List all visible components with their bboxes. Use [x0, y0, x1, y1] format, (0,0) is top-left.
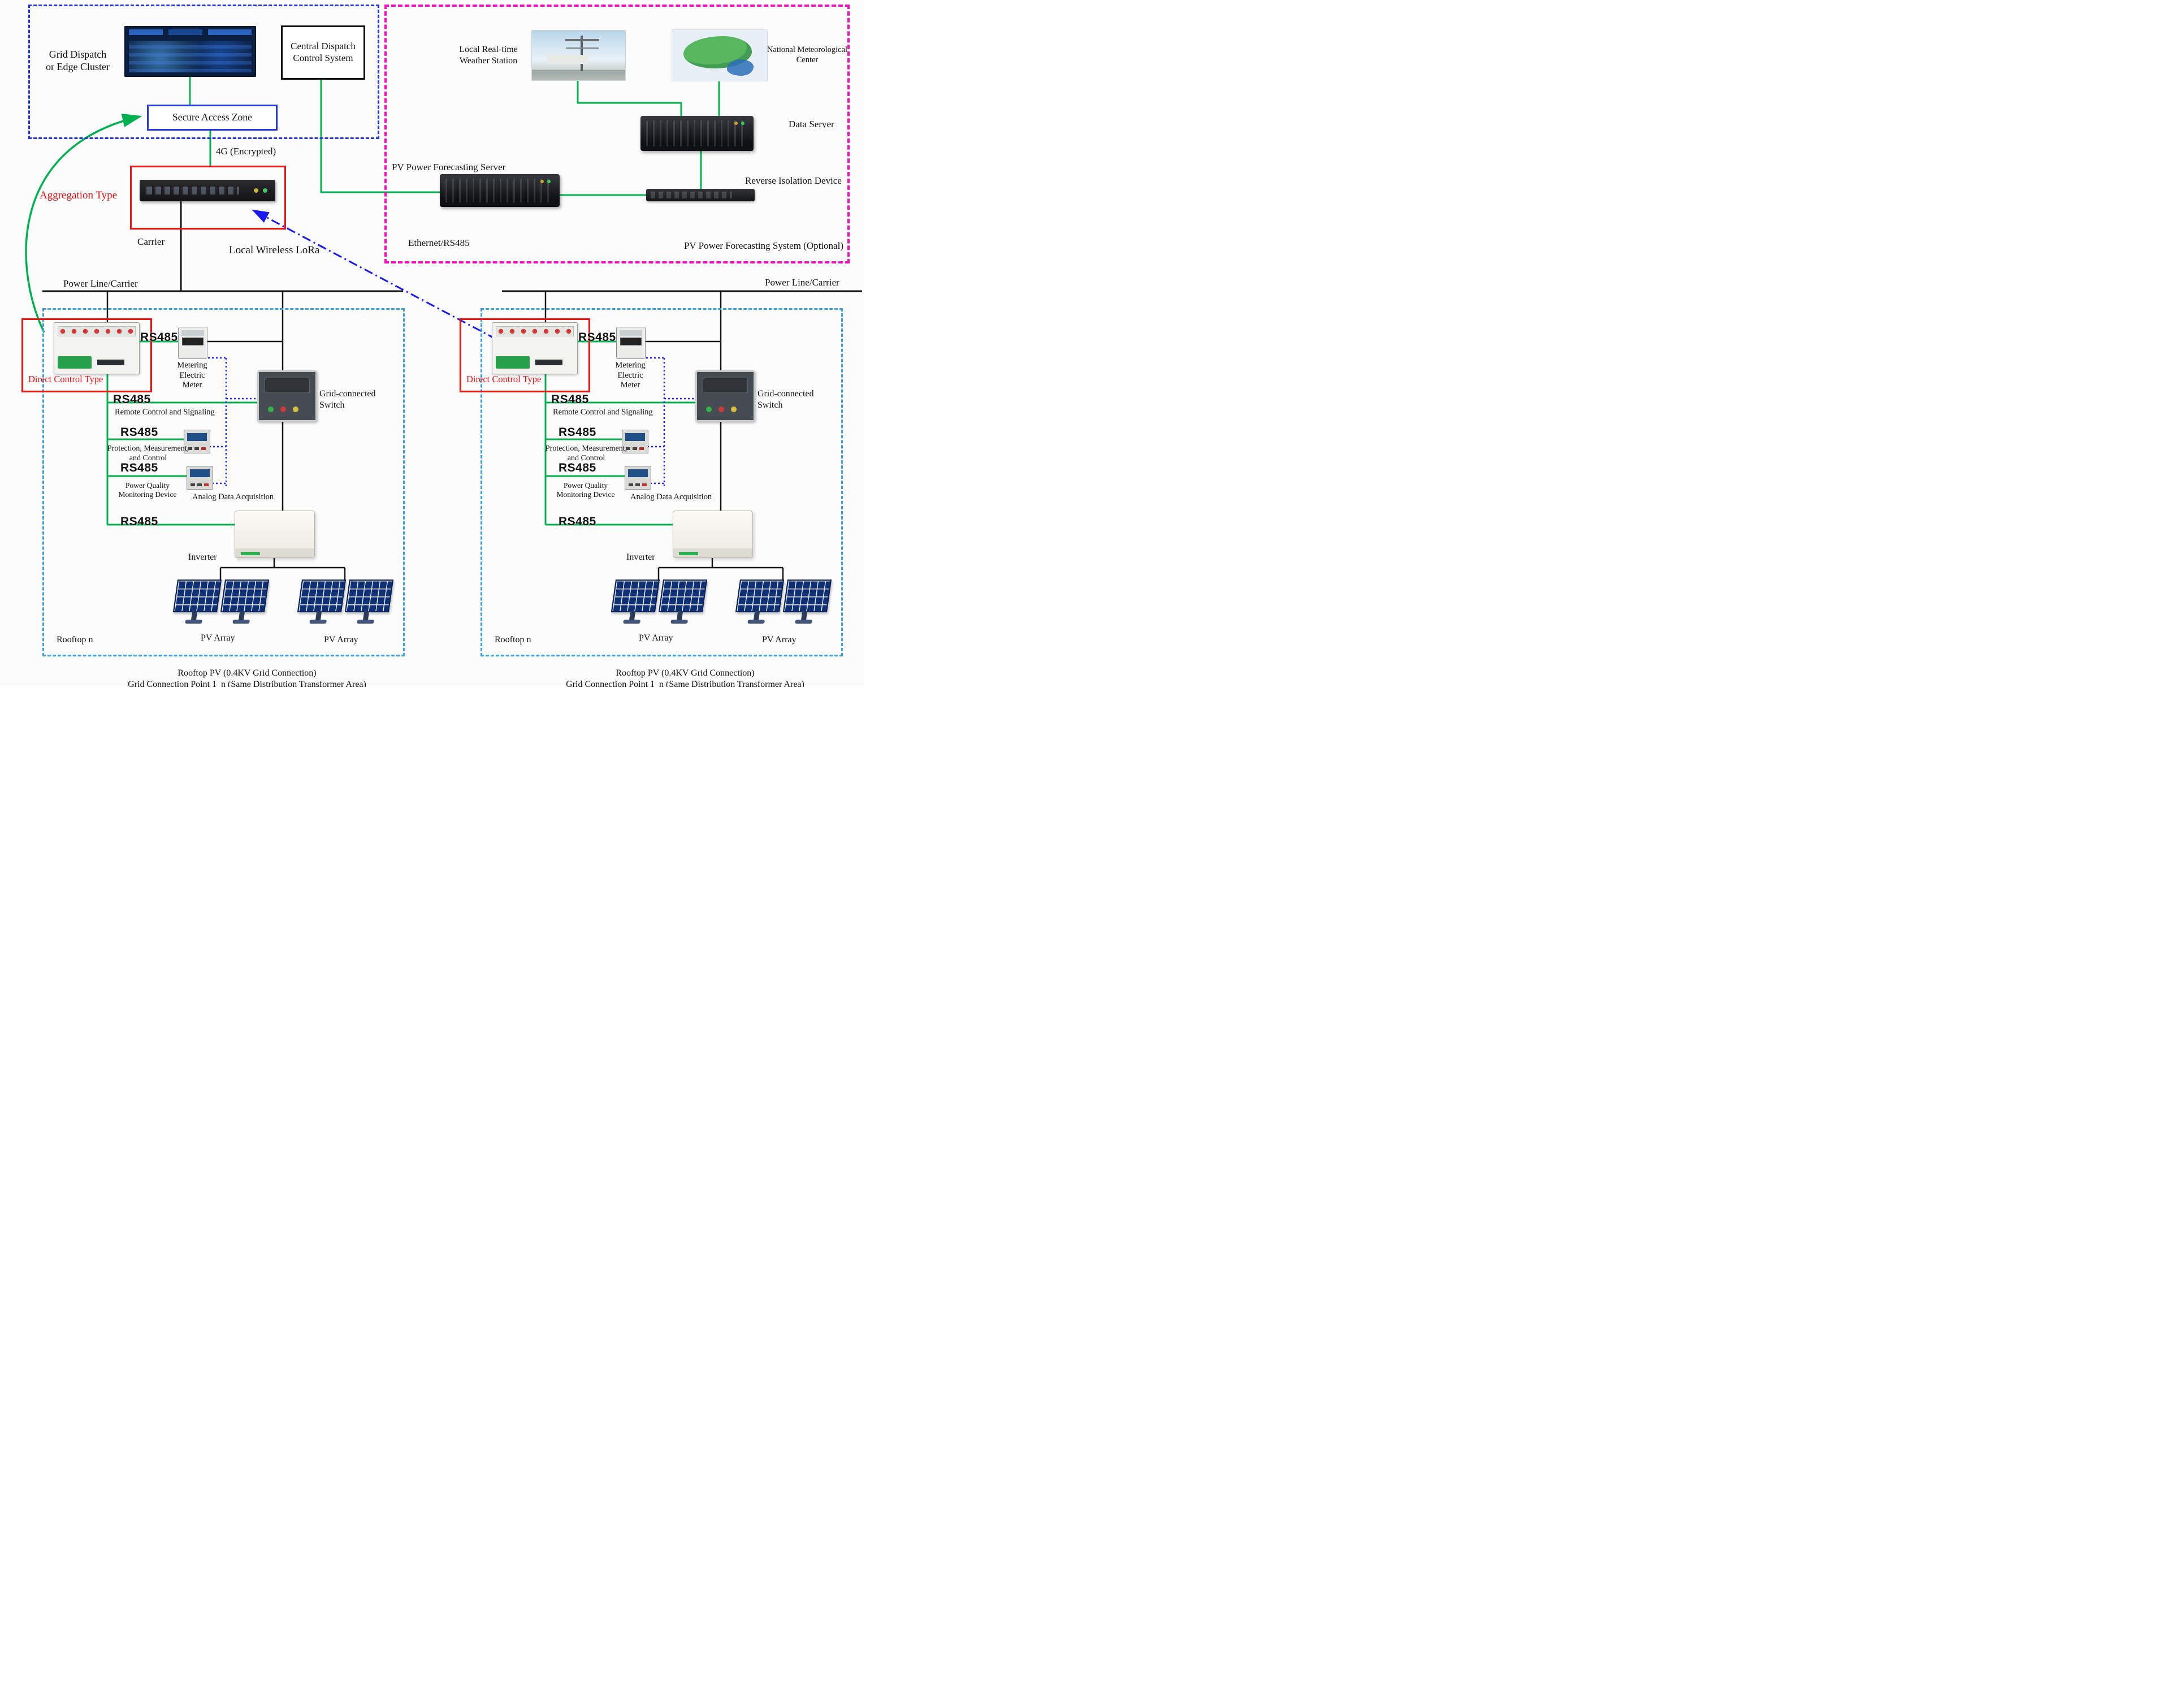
direct-control-box [460, 318, 590, 392]
rooftop-zone-box [481, 308, 843, 656]
controller-device-image [492, 322, 578, 374]
analog-acquisition-label: Analog Data Acquisition [192, 492, 274, 501]
direct-control-label: Direct Control Type [28, 374, 103, 384]
controller-device-image [54, 322, 140, 374]
power-quality-device-image [625, 466, 651, 490]
remote-control-label: Remote Control and Signaling [115, 408, 215, 417]
pv-array-1-label: PV Array [639, 633, 673, 643]
forecast-server-image [440, 174, 560, 207]
meter-label: Metering Electric Meter [177, 361, 207, 390]
pv-array-2-label: PV Array [324, 635, 358, 645]
rooftop-section-1: Direct Control Type RS485 Metering Elect… [21, 291, 405, 687]
reverse-isolation-image [646, 189, 755, 201]
meter-label: Metering Electric Meter [615, 361, 646, 390]
rs485-meter-label: RS485 [140, 331, 178, 344]
power-quality-label: Power Quality Monitoring Device [118, 481, 177, 499]
weather-station-label: Local Real-time Weather Station [459, 45, 518, 66]
pv-array-1-label: PV Array [201, 633, 235, 643]
weather-station-photo [531, 30, 626, 81]
met-center-label: National Meteorological Center [767, 45, 848, 64]
inverter-image [235, 511, 315, 558]
grid-switch-image [257, 370, 317, 422]
grid-dispatch-zone-box [28, 5, 379, 139]
grid-switch-image [695, 370, 755, 422]
analog-acquisition-label: Analog Data Acquisition [630, 492, 712, 501]
rs485-quality-label: RS485 [120, 461, 158, 474]
carrier-device-image [140, 180, 275, 201]
pv-panel-image [611, 580, 660, 612]
reverse-isolation-label: Reverse Isolation Device [745, 175, 842, 186]
secure-access-zone-box: Secure Access Zone [147, 105, 278, 131]
rs485-quality-label: RS485 [559, 461, 596, 474]
rs485-protection-label: RS485 [120, 426, 158, 439]
grid-dispatch-screen-image [124, 26, 256, 77]
rooftop-caption-line1: Rooftop PV (0.4KV Grid Connection) [178, 668, 317, 678]
rooftop-n-label: Rooftop n [57, 635, 93, 645]
inverter-image [673, 511, 753, 558]
protection-device-image [622, 430, 648, 453]
metering-meter-image [178, 327, 207, 359]
pv-panel-image [658, 580, 708, 612]
rs485-remote-label: RS485 [551, 393, 589, 406]
rooftop-n-label: Rooftop n [495, 635, 531, 645]
pv-panel-image [344, 580, 394, 612]
direct-control-box [21, 318, 152, 392]
data-server-label: Data Server [789, 119, 834, 129]
lora-label: Local Wireless LoRa [229, 244, 320, 256]
carrier-label: Carrier [137, 236, 165, 247]
rs485-inverter-label: RS485 [559, 515, 596, 528]
grid-dispatch-label: Grid Dispatch or Edge Cluster [46, 49, 110, 72]
power-quality-label: Power Quality Monitoring Device [556, 481, 615, 499]
china-map-image [672, 29, 768, 81]
pv-panel-image [735, 580, 785, 612]
power-quality-device-image [187, 466, 213, 490]
rooftop-section-2: Direct Control Type RS485 Metering Elect… [459, 291, 843, 687]
pv-array-image [735, 580, 832, 625]
direct-control-label: Direct Control Type [466, 374, 542, 384]
pv-array-image [172, 580, 270, 625]
data-server-image [640, 116, 754, 151]
forecasting-system-label: PV Power Forecasting System (Optional) [683, 240, 843, 251]
grid-switch-label: Grid-connected Switch [319, 389, 376, 410]
forecasting-zone-box [384, 5, 850, 263]
aggregation-box [130, 166, 286, 230]
central-dispatch-box: Central Dispatch Control System [281, 25, 365, 80]
rs485-meter-label: RS485 [578, 331, 616, 344]
pv-array-image [611, 580, 708, 625]
aggregation-type-label: Aggregation Type [40, 189, 118, 201]
rs485-remote-label: RS485 [113, 393, 151, 406]
pv-panel-image [172, 580, 222, 612]
powerline-left-label: Power Line/Carrier [63, 278, 138, 289]
4g-link-label: 4G (Encrypted) [216, 146, 276, 157]
rooftop-caption-line2: Grid Connection Point 1_n (Same Distribu… [566, 680, 804, 687]
remote-control-label: Remote Control and Signaling [553, 408, 653, 417]
ethernet-label: Ethernet/RS485 [408, 237, 470, 248]
protection-device-image [184, 430, 210, 453]
rooftop-caption-line2: Grid Connection Point 1_n (Same Distribu… [128, 680, 366, 687]
protection-label: Protection, Measurement, and Control [545, 444, 627, 463]
pv-panel-image [782, 580, 832, 612]
grid-switch-label: Grid-connected Switch [757, 389, 814, 410]
metering-meter-image [616, 327, 646, 359]
rooftop-caption-line1: Rooftop PV (0.4KV Grid Connection) [616, 668, 755, 678]
rooftop-zone-box [42, 308, 405, 656]
rs485-inverter-label: RS485 [120, 515, 158, 528]
inverter-label: Inverter [188, 552, 217, 562]
diagram-canvas: Grid Dispatch or Edge Cluster Central Di… [0, 0, 864, 687]
pv-panel-image [220, 580, 270, 612]
pv-array-image [297, 580, 394, 625]
forecast-server-label: PV Power Forecasting Server [392, 162, 506, 172]
inverter-label: Inverter [626, 552, 655, 562]
rs485-protection-label: RS485 [559, 426, 596, 439]
powerline-right-label: Power Line/Carrier [765, 277, 839, 288]
protection-label: Protection, Measurement, and Control [107, 444, 189, 463]
pv-array-2-label: PV Array [762, 635, 797, 645]
pv-panel-image [297, 580, 347, 612]
